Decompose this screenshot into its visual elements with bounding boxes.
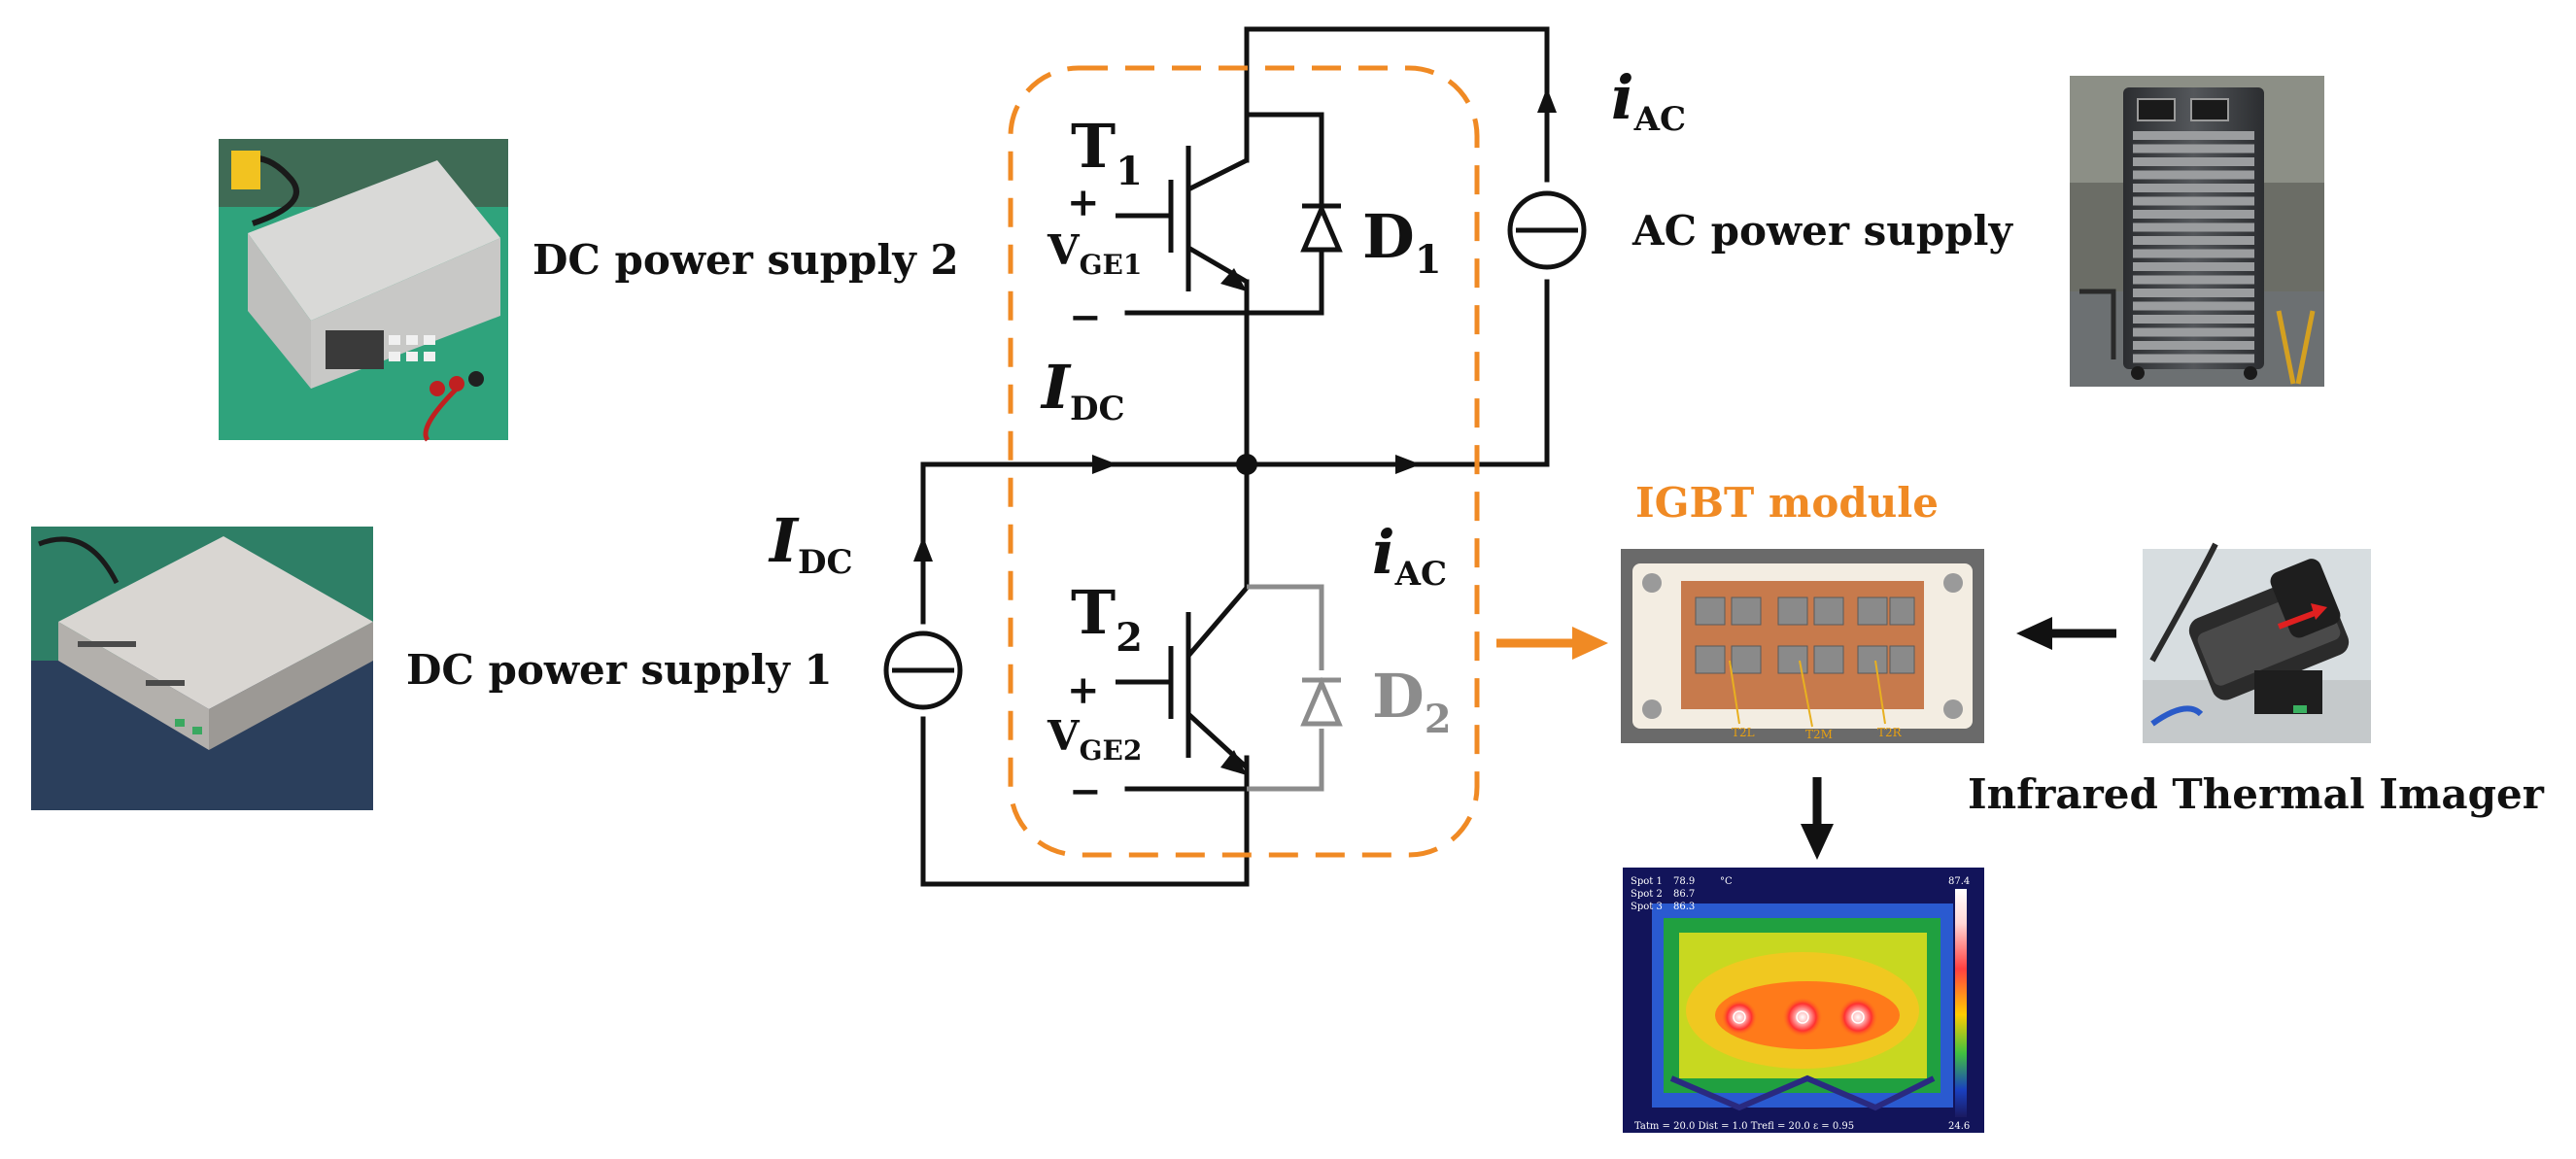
ac-supply-photo xyxy=(2070,76,2324,387)
dc-source-symbol xyxy=(883,536,963,710)
igbt-module-photo: T2L T2M T2R xyxy=(1621,549,1984,743)
vge1-label: VGE1 xyxy=(1047,226,1142,281)
ac-supply-label: AC power supply xyxy=(1631,207,2014,255)
cabinet-drawer-slot xyxy=(2133,262,2254,271)
thermal-footer: Tatm = 20.0 Dist = 1.0 Trefl = 20.0 ε = … xyxy=(1634,1121,1854,1132)
t1-minus: − xyxy=(1069,294,1102,340)
t2-plus: + xyxy=(1067,667,1100,713)
igbt-tag-t2r: T2R xyxy=(1877,726,1903,739)
cabinet-drawer-slot xyxy=(2133,275,2254,285)
dc-supply-2-photo xyxy=(219,139,508,442)
cabinet-drawer-slot xyxy=(2133,144,2254,153)
cabinet-drawer-slot xyxy=(2133,170,2254,180)
thermal-spot-1-value: 78.9 xyxy=(1673,876,1695,887)
dc-supply-2-label: DC power supply 2 xyxy=(532,236,959,284)
imager-arrow xyxy=(2016,617,2116,650)
dc-supply-1-photo xyxy=(31,527,373,810)
cabinet-drawer-slot xyxy=(2133,157,2254,166)
cabinet-drawer-slot xyxy=(2133,196,2254,206)
igbt-t1-symbol xyxy=(1116,146,1249,291)
wire-dc-left xyxy=(920,461,1250,625)
iac-arrow xyxy=(1395,455,1421,474)
idc-label-left: IDC xyxy=(768,505,853,582)
t2-minus: − xyxy=(1069,768,1102,814)
thermal-spot-1-label: Spot 1 xyxy=(1631,876,1663,887)
d2-label: D2 xyxy=(1372,661,1452,742)
diode-d1-symbol xyxy=(1300,199,1343,255)
t1-label: T1 xyxy=(1071,111,1143,194)
cabinet-drawer-slot xyxy=(2133,315,2254,324)
wire-top xyxy=(1244,26,1550,183)
cabinet-drawer-slot xyxy=(2133,327,2254,337)
wire-d1-bottom xyxy=(1124,252,1324,316)
thermal-image: Spot 1 78.9 Spot 2 86.7 Spot 3 86.3 °C 8… xyxy=(1623,868,1984,1133)
iac-label-right: iAC xyxy=(1372,517,1447,594)
t1-plus: + xyxy=(1067,180,1100,225)
vge2-label: VGE2 xyxy=(1047,712,1142,767)
thermal-spot-3-value: 86.3 xyxy=(1673,902,1695,912)
igbt-module-label: IGBT module xyxy=(1635,479,1939,527)
cabinet-drawer-slot xyxy=(2133,354,2254,363)
thermal-spot-2-value: 86.7 xyxy=(1673,889,1695,900)
cabinet-drawer-slot xyxy=(2133,341,2254,350)
cabinet-drawer-slot xyxy=(2133,210,2254,219)
ac-source-symbol xyxy=(1507,87,1587,270)
d1-label: D1 xyxy=(1362,201,1442,283)
dc-supply-1-label: DC power supply 1 xyxy=(406,646,833,694)
idc-arrow xyxy=(1092,455,1117,474)
cabinet-drawer-slot xyxy=(2133,222,2254,232)
igbt-tag-t2m: T2M xyxy=(1805,728,1833,741)
module-boundary xyxy=(1008,65,1480,858)
wire-t1-collector-node xyxy=(1244,112,1324,202)
diode-d2-symbol xyxy=(1247,584,1343,792)
orange-arrow xyxy=(1496,627,1608,660)
thermal-spot-3-label: Spot 3 xyxy=(1631,902,1663,912)
igbt-tag-t2l: T2L xyxy=(1732,726,1755,739)
igbt-t2-symbol xyxy=(1116,586,1249,775)
iac-label-top: iAC xyxy=(1611,62,1686,139)
idc-label-top: IDC xyxy=(1040,352,1125,428)
cabinet-drawer-slot xyxy=(2133,184,2254,192)
thermal-unit: °C xyxy=(1720,876,1733,887)
thermal-spot-2-label: Spot 2 xyxy=(1631,889,1663,900)
junction-node xyxy=(1236,454,1257,475)
module-to-thermal-arrow xyxy=(1801,777,1834,860)
t2-label: T2 xyxy=(1071,577,1143,661)
infrared-imager-label: Infrared Thermal Imager xyxy=(1968,770,2545,818)
infrared-imager-photo xyxy=(2143,542,2371,743)
cabinet-drawer-slot xyxy=(2133,236,2254,245)
thermal-scale-max: 87.4 xyxy=(1948,876,1970,887)
thermal-scale-min: 24.6 xyxy=(1948,1121,1970,1132)
cabinet-drawer-slot xyxy=(2133,289,2254,297)
cabinet-drawer-slot xyxy=(2133,131,2254,140)
cabinet-drawer-slot xyxy=(2133,249,2254,258)
wire-bottom xyxy=(920,786,1250,887)
cabinet-drawer-slot xyxy=(2133,301,2254,311)
